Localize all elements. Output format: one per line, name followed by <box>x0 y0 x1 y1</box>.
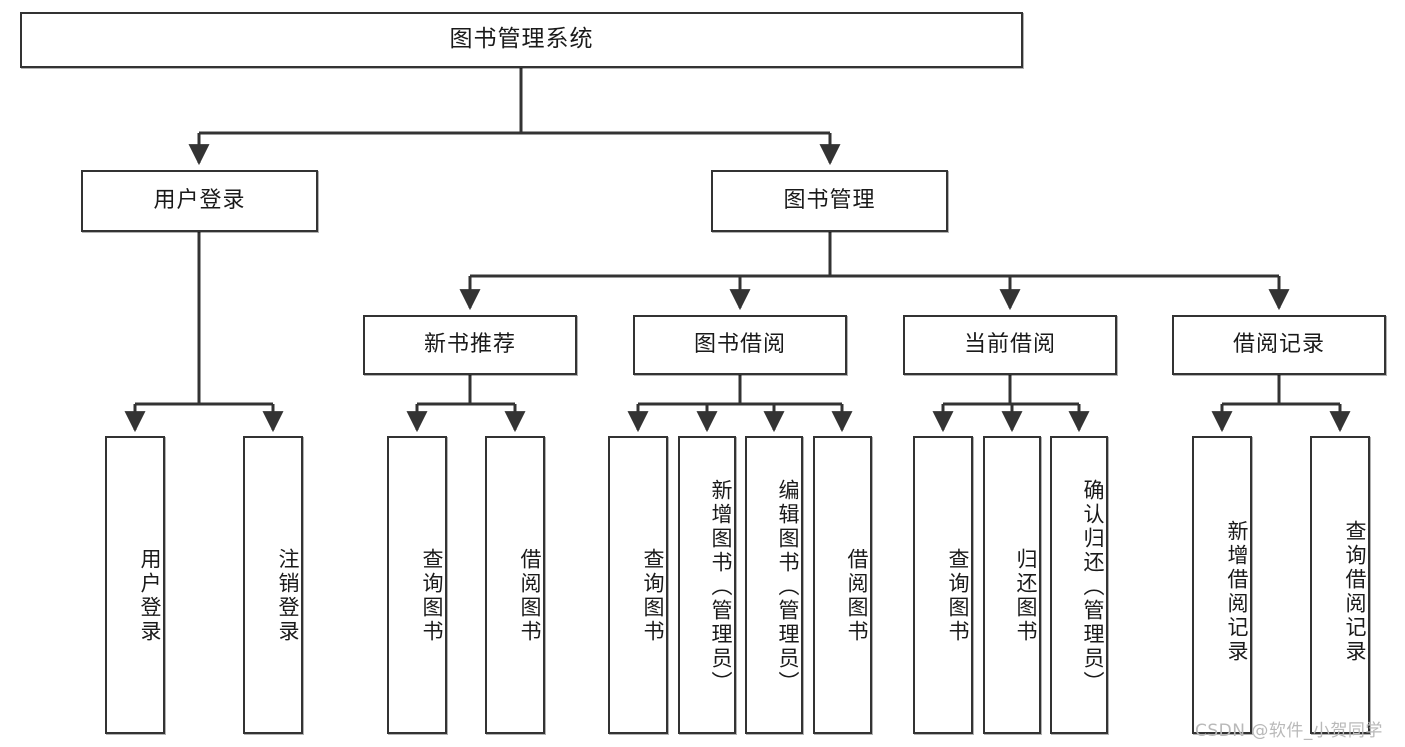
node-leaf-add-borrow-record[interactable]: 新增借阅记录 <box>1192 436 1252 734</box>
node-label: 图书管理系统 <box>449 26 594 53</box>
node-label: 新书推荐 <box>423 331 516 357</box>
node-leaf-query-borrow-record[interactable]: 查询借阅记录 <box>1310 436 1370 734</box>
node-label: 查询图书 <box>641 548 665 644</box>
node-label: 查询图书 <box>946 548 970 644</box>
node-leaf-query-book-2[interactable]: 查询图书 <box>608 436 668 734</box>
node-borrow-record[interactable]: 借阅记录 <box>1172 315 1386 375</box>
node-leaf-confirm-return-admin[interactable]: 确认归还（管理员） <box>1050 436 1108 734</box>
node-label: 新增图书（管理员） <box>709 479 733 695</box>
node-leaf-query-book-3[interactable]: 查询图书 <box>913 436 973 734</box>
node-leaf-user-login[interactable]: 用户登录 <box>105 436 165 734</box>
csdn-watermark: CSDN @软件_小贺同学 <box>1195 721 1383 741</box>
node-current-borrow[interactable]: 当前借阅 <box>903 315 1117 375</box>
node-leaf-user-logout[interactable]: 注销登录 <box>243 436 303 734</box>
node-label: 借阅记录 <box>1232 331 1325 357</box>
node-label: 查询图书 <box>420 548 444 644</box>
node-label: 注销登录 <box>276 548 300 644</box>
node-label: 借阅图书 <box>845 548 869 644</box>
node-label: 用户登录 <box>153 187 246 213</box>
node-label: 确认归还（管理员） <box>1081 479 1105 695</box>
node-book-borrow[interactable]: 图书借阅 <box>633 315 847 375</box>
node-leaf-add-book-admin[interactable]: 新增图书（管理员） <box>678 436 736 734</box>
node-leaf-borrow-book-1[interactable]: 借阅图书 <box>485 436 545 734</box>
node-user-login[interactable]: 用户登录 <box>81 170 318 232</box>
node-label: 编辑图书（管理员） <box>776 479 800 695</box>
node-new-book-recommend[interactable]: 新书推荐 <box>363 315 577 375</box>
node-label: 图书借阅 <box>693 331 786 357</box>
node-root-system[interactable]: 图书管理系统 <box>20 12 1023 68</box>
node-leaf-edit-book-admin[interactable]: 编辑图书（管理员） <box>745 436 803 734</box>
node-book-management[interactable]: 图书管理 <box>711 170 948 232</box>
node-label: 新增借阅记录 <box>1225 520 1249 664</box>
node-label: 借阅图书 <box>518 548 542 644</box>
node-label: 查询借阅记录 <box>1343 520 1367 664</box>
node-label: 用户登录 <box>138 548 162 644</box>
node-leaf-return-book[interactable]: 归还图书 <box>983 436 1041 734</box>
node-label: 图书管理 <box>783 187 876 213</box>
node-leaf-query-book-1[interactable]: 查询图书 <box>387 436 447 734</box>
node-label: 当前借阅 <box>963 331 1056 357</box>
node-leaf-borrow-book-2[interactable]: 借阅图书 <box>813 436 872 734</box>
node-label: 归还图书 <box>1014 548 1038 644</box>
